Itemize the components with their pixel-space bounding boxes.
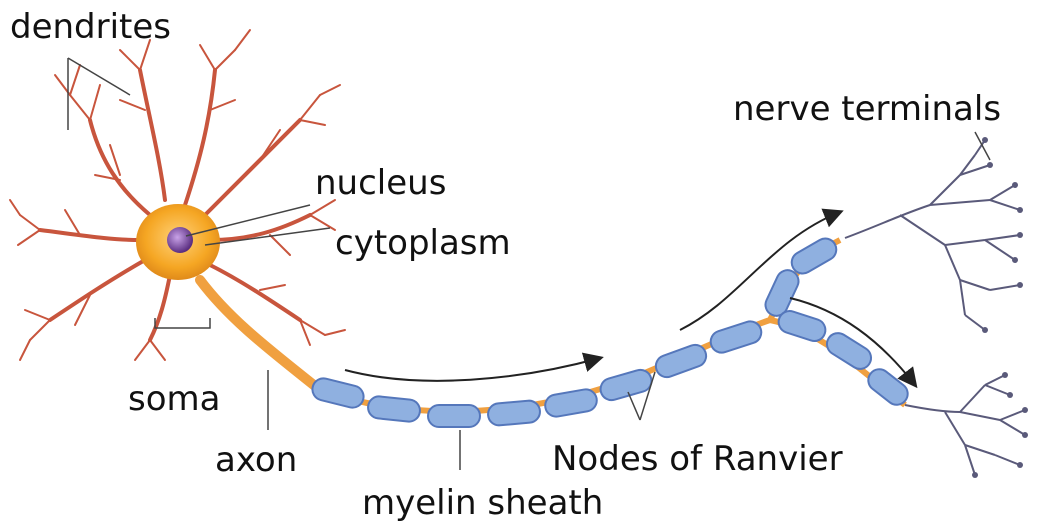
label-nucleus: nucleus <box>315 166 446 200</box>
myelin-segments <box>310 234 912 427</box>
label-dendrites: dendrites <box>10 10 171 44</box>
axon-initial-segment <box>200 280 320 390</box>
myelin-segment <box>776 308 828 344</box>
leader-soma <box>155 318 210 328</box>
myelin-segment <box>428 405 480 427</box>
dendrite-branches <box>10 30 345 360</box>
leader-nodes-1 <box>628 392 640 420</box>
leader-terminals <box>975 132 990 160</box>
label-soma: soma <box>128 382 220 416</box>
myelin-segment <box>367 395 421 422</box>
label-cytoplasm: cytoplasm <box>335 226 511 260</box>
myelin-segment <box>788 234 841 277</box>
myelin-segment <box>543 388 598 419</box>
myelin-segment <box>653 342 709 380</box>
label-axon: axon <box>215 443 297 477</box>
nerve-terminals-lower <box>905 375 1025 475</box>
nucleus-shape <box>167 227 193 253</box>
myelin-segment <box>708 319 764 356</box>
myelin-segment <box>310 376 366 410</box>
label-nerve-terminals: nerve terminals <box>733 92 1001 126</box>
myelin-segment <box>487 400 541 426</box>
label-myelin-sheath: myelin sheath <box>362 486 603 520</box>
terminal-dots-lower <box>972 372 1028 478</box>
myelin-segment <box>598 367 654 402</box>
signal-arrow-main <box>345 358 600 381</box>
nerve-terminals-upper <box>845 140 1020 330</box>
signal-arrow-upper <box>680 212 840 330</box>
label-nodes-of-ranvier: Nodes of Ranvier <box>552 442 843 476</box>
